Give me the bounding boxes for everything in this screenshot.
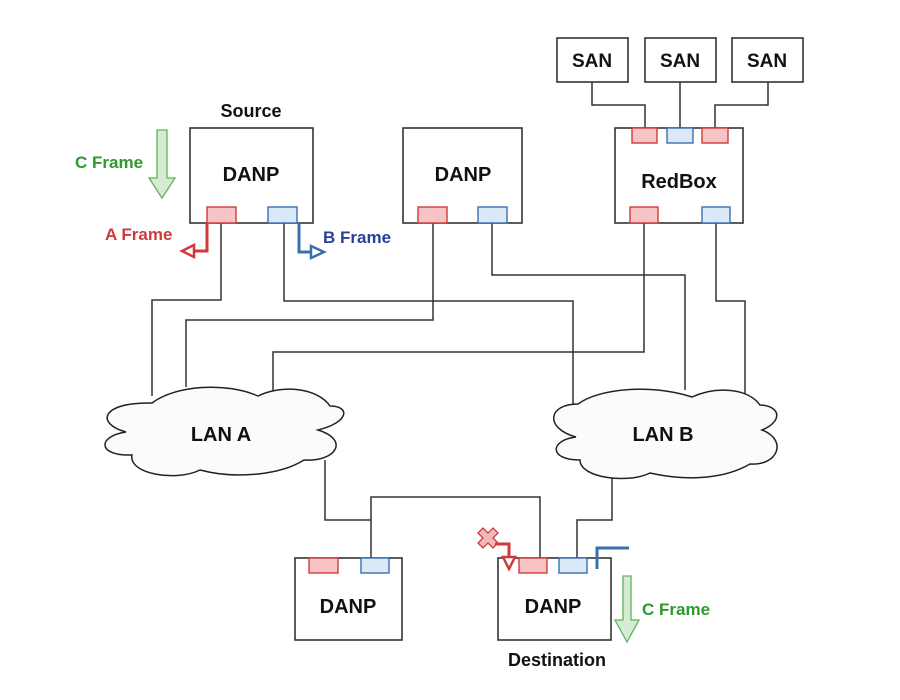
wire-source-b-lan-b — [283, 223, 574, 405]
destination-danp-label: DANP — [525, 596, 582, 618]
san-3: SAN — [731, 37, 804, 83]
redbox-label: RedBox — [641, 171, 717, 193]
san-1: SAN — [556, 37, 629, 83]
lan-a-label: LAN A — [191, 424, 251, 446]
bottom-left-port-b — [360, 557, 390, 574]
a-frame-label: A Frame — [105, 225, 172, 244]
wire-bottom-left-b — [370, 496, 541, 558]
b-frame-arrow-icon — [297, 223, 327, 260]
c-frame-destination-label: C Frame — [642, 600, 710, 619]
middle-danp-label: DANP — [435, 164, 492, 186]
wire-middle-a-lan-a — [185, 223, 434, 387]
source-port-b — [267, 206, 298, 224]
bottom-left-danp-label: DANP — [320, 596, 377, 618]
redbox-port-b — [701, 206, 731, 224]
wire-source-a-lan-a — [151, 223, 222, 396]
san-3-label: SAN — [747, 51, 787, 72]
redbox-san-port-2 — [666, 127, 694, 144]
bottom-left-port-a — [308, 557, 339, 574]
source-port-a — [206, 206, 237, 224]
bottom-left-danp: DANP — [294, 557, 403, 641]
redbox-port-a — [629, 206, 659, 224]
c-frame-source-label: C Frame — [75, 153, 143, 172]
redbox-san-port-1 — [631, 127, 658, 144]
discarded-a-frame-arrow-icon — [495, 542, 518, 572]
redbox-san-port-3 — [701, 127, 729, 144]
lan-a-cloud: LAN A — [104, 386, 345, 477]
middle-port-b — [477, 206, 508, 224]
wires — [151, 82, 769, 558]
source-caption: Source — [220, 101, 281, 121]
wire-redbox-a-lan-a — [272, 223, 645, 392]
wire-lan-a-bottom — [324, 460, 371, 521]
source-danp-label: DANP — [223, 164, 280, 186]
wire-san-3-redbox — [714, 82, 769, 128]
source-danp: DANP — [189, 127, 314, 224]
wire-san-1-redbox — [591, 82, 646, 128]
san-2-label: SAN — [660, 51, 700, 72]
c-frame-destination-arrow-icon — [613, 575, 641, 644]
b-frame-label: B Frame — [323, 228, 391, 247]
redbox: RedBox — [614, 127, 744, 224]
destination-port-b — [558, 557, 588, 574]
wire-lan-b-destination-b — [576, 468, 613, 558]
destination-b-frame-icon — [595, 546, 629, 569]
middle-danp: DANP — [402, 127, 523, 224]
destination-port-a — [518, 557, 548, 574]
san-2: SAN — [644, 37, 717, 83]
c-frame-source-arrow-icon — [147, 129, 177, 200]
wire-redbox-b-lan-b — [715, 223, 746, 395]
wire-middle-b-lan-b — [491, 223, 686, 390]
a-frame-arrow-icon — [179, 223, 209, 260]
destination-danp: DANP — [497, 557, 612, 641]
middle-port-a — [417, 206, 448, 224]
lan-b-cloud: LAN B — [553, 388, 778, 480]
lan-b-label: LAN B — [632, 424, 693, 446]
san-1-label: SAN — [572, 51, 612, 72]
destination-caption: Destination — [508, 650, 606, 670]
